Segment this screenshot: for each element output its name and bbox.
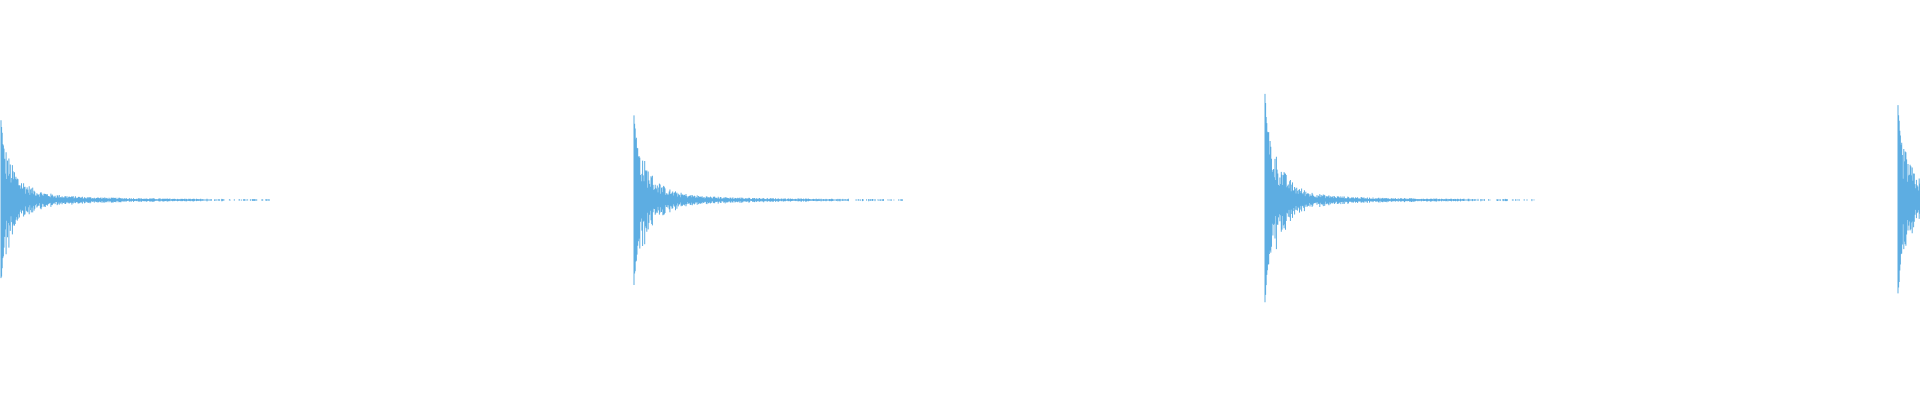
transient-1-wave	[0, 120, 270, 279]
transient-3-wave	[1264, 93, 1535, 303]
transient-1	[0, 120, 270, 279]
transient-4	[1897, 105, 1920, 294]
transient-3	[1264, 93, 1535, 303]
transient-4-wave	[1897, 105, 1920, 294]
transient-2	[633, 115, 903, 285]
